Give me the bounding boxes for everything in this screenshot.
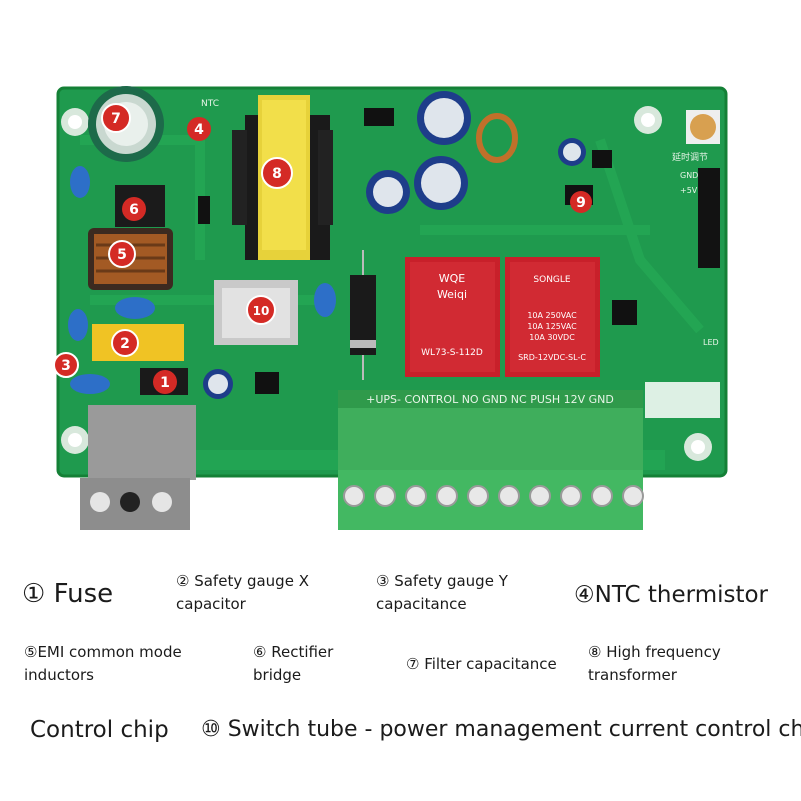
legend-hf-transformer: ⑧ High frequency transformer xyxy=(588,643,721,684)
pin-header xyxy=(698,168,720,268)
circuit-board-photo: WQE Weiqi WL73-S-112D SONGLE 10A 250VAC … xyxy=(53,86,728,530)
relay-right: SONGLE 10A 250VAC 10A 125VAC 10A 30VDC S… xyxy=(505,257,600,377)
svg-text:10A 250VAC: 10A 250VAC xyxy=(527,311,577,320)
marker-4: 4 xyxy=(187,117,211,141)
svg-text:10A 30VDC: 10A 30VDC xyxy=(529,333,575,342)
marker-6: 6 xyxy=(122,197,146,221)
svg-text:4: 4 xyxy=(194,122,204,138)
legend-rectifier-bridge: ⑥ Rectifier bridge xyxy=(253,643,334,684)
svg-text:7: 7 xyxy=(111,111,121,127)
legend-x-capacitor: ② Safety gauge X capacitor xyxy=(176,572,309,613)
svg-text:SONGLE: SONGLE xyxy=(533,275,571,285)
svg-text:9: 9 xyxy=(576,195,586,211)
svg-text:WL73-S-112D: WL73-S-112D xyxy=(421,348,483,358)
legend-ntc-thermistor: ④NTC thermistor xyxy=(574,582,769,608)
marker-7: 7 xyxy=(101,103,131,133)
legend-control-chip: Control chip xyxy=(30,717,169,743)
green-terminal-block: +UPS- CONTROL NO GND NC PUSH 12V GND xyxy=(338,390,643,530)
safety-y-capacitor xyxy=(68,166,336,394)
svg-text:5: 5 xyxy=(117,247,127,263)
terminal-screw xyxy=(343,485,644,507)
svg-text:WQE: WQE xyxy=(439,272,466,285)
svg-text:SRD-12VDC-SL-C: SRD-12VDC-SL-C xyxy=(518,353,586,362)
svg-text:2: 2 xyxy=(120,336,130,352)
mounting-hole xyxy=(61,106,712,461)
svg-text:延时调节: 延时调节 xyxy=(672,151,708,163)
marker-10: 10 xyxy=(246,295,276,325)
svg-text:8: 8 xyxy=(272,166,282,182)
svg-text:1: 1 xyxy=(160,375,170,391)
svg-text:NTC: NTC xyxy=(201,99,219,109)
svg-text:Weiqi: Weiqi xyxy=(437,288,467,301)
electrolytic-capacitor xyxy=(203,91,586,399)
legend-fuse: ① Fuse xyxy=(22,579,114,609)
legend-switch-tube: ⑩ Switch tube - power management current… xyxy=(201,717,801,742)
legend-filter-capacitance: ⑦ Filter capacitance xyxy=(406,655,557,673)
marker-5: 5 xyxy=(108,240,136,268)
svg-text:LED: LED xyxy=(703,338,719,347)
marker-8: 8 xyxy=(261,157,293,189)
svg-text:+UPS- CONTROL NO GND NC PUSH 1: +UPS- CONTROL NO GND NC PUSH 12V GND xyxy=(366,393,614,406)
marker-1: 1 xyxy=(153,370,177,394)
relay-left: WQE Weiqi WL73-S-112D xyxy=(405,257,500,377)
potentiometer xyxy=(686,110,720,144)
grey-power-terminal xyxy=(80,405,196,530)
svg-text:3: 3 xyxy=(61,358,71,374)
svg-text:10A 125VAC: 10A 125VAC xyxy=(527,322,577,331)
marker-3: 3 xyxy=(53,352,79,378)
legend-y-capacitance: ③ Safety gauge Y capacitance xyxy=(376,572,508,613)
legend-emi-inductors: ⑤EMI common mode inductors xyxy=(24,643,182,684)
diode xyxy=(350,250,376,380)
svg-text:6: 6 xyxy=(129,202,139,218)
svg-text:GND: GND xyxy=(680,171,698,180)
inductor xyxy=(476,113,518,163)
svg-text:10: 10 xyxy=(253,304,270,318)
marker-2: 2 xyxy=(111,329,139,357)
svg-text:+5V: +5V xyxy=(680,186,698,195)
marker-9: 9 xyxy=(570,191,592,213)
